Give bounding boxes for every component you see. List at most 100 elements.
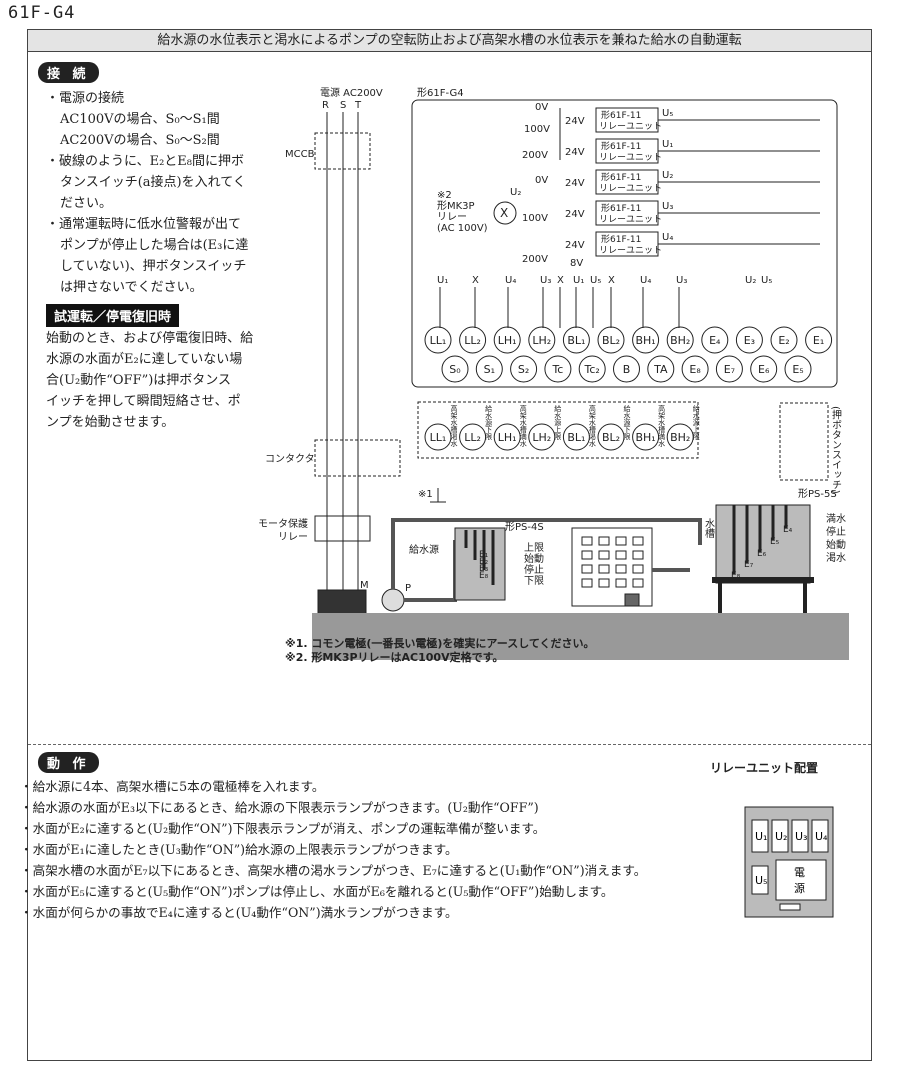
window xyxy=(581,536,593,546)
relay-slot xyxy=(751,865,769,895)
lamp-terminal-label: LH₁ xyxy=(498,431,517,444)
terminal-label: E₇ xyxy=(724,363,735,376)
ground xyxy=(312,613,849,660)
relay-slot xyxy=(811,819,829,853)
tank-level-label: 停止 xyxy=(826,525,846,538)
terminal xyxy=(805,326,833,354)
phase-label: S xyxy=(340,100,346,111)
terminal xyxy=(750,355,778,383)
connection-line: AC100Vの場合、S₀〜S₁間 xyxy=(60,112,220,127)
connection-text: ・電源の接続 AC100Vの場合、S₀〜S₁間 AC200Vの場合、S₀〜S₂間… xyxy=(46,88,248,298)
contact-label: U₅ xyxy=(761,275,772,286)
window xyxy=(615,550,627,560)
contact-label: U₅ xyxy=(590,275,601,286)
tank-electrode-label: E₈ xyxy=(731,571,741,581)
lamp-terminal xyxy=(666,423,694,451)
window xyxy=(632,564,644,574)
mccb-label: MCCB xyxy=(285,149,315,160)
trial-line: 水源の水面がE₂に達していない場 xyxy=(46,352,243,367)
terminal xyxy=(701,326,729,354)
power-label: 電源 AC200V xyxy=(320,86,383,99)
voltage-label: 0V xyxy=(535,102,548,113)
relay-sub: リレーユニット xyxy=(599,122,662,132)
contact-label: X xyxy=(472,275,479,286)
tank-electrode-label: E₆ xyxy=(757,549,767,559)
source-electrode-label: E₃ xyxy=(479,564,489,574)
terminal-label: E₆ xyxy=(758,363,770,376)
connection-line: ・破線のように、E₂とE₈間に押ボ xyxy=(46,154,245,169)
lamp-label: 給水源下限 xyxy=(623,404,631,441)
window xyxy=(581,550,593,560)
terminal xyxy=(441,355,469,383)
push-switch-label: (押ボタンスイッチ) xyxy=(830,406,842,494)
mk3p-voltage: 100V xyxy=(522,213,548,224)
terminal-label: S₁ xyxy=(484,363,495,376)
terminal xyxy=(597,326,625,354)
window xyxy=(598,536,610,546)
supply-source-tank xyxy=(454,527,506,601)
mk3p-label: (AC 100V) xyxy=(437,223,488,234)
action-heading: 動 作 xyxy=(38,752,99,773)
terminal-label: E₃ xyxy=(744,334,755,347)
terminal-label: E₁ xyxy=(813,334,824,347)
mk3p-contact-label: U₂ xyxy=(510,187,521,198)
lamp-terminal-label: BH₂ xyxy=(670,431,690,444)
building-windows xyxy=(581,536,644,588)
relay-sub: リレーユニット xyxy=(599,246,662,256)
source-level-label: 停止 xyxy=(524,563,544,576)
terminal-label: E₄ xyxy=(709,334,721,347)
trial-heading: 試運転／停電復旧時 xyxy=(46,304,180,327)
action-line: ・高架水槽の水面がE₇以下にあるとき、高架水槽の渇水ランプがつき、E₇に達すると… xyxy=(20,863,647,878)
lamp-terminal xyxy=(562,423,590,451)
tank-label: 水槽 xyxy=(703,518,715,539)
motor-relay-label: モータ保護 xyxy=(258,517,308,530)
terminal-label: LL₁ xyxy=(430,334,447,347)
terminal xyxy=(647,355,675,383)
window xyxy=(581,564,593,574)
lamp-terminal-label: LL₂ xyxy=(464,431,481,444)
lamp-terminal xyxy=(528,423,556,451)
terminal-label: S₂ xyxy=(518,363,529,376)
terminal xyxy=(666,326,694,354)
terminal-label: E₈ xyxy=(689,363,701,376)
lamp-label: 高架水槽渇水 xyxy=(450,404,458,447)
ps4s-label: 形PS-4S xyxy=(505,521,544,533)
relay-id: U₄ xyxy=(662,232,673,243)
contact-label: U₂ xyxy=(745,275,756,286)
connection-line: ポンプが停止した場合は(E₃に達 xyxy=(60,238,249,253)
terminal-label: BL₂ xyxy=(602,334,620,347)
window xyxy=(581,578,593,588)
trial-text: 始動のとき、および停電復旧時、給 水源の水面がE₂に達していない場 合(U₂動作… xyxy=(46,328,253,433)
contact-label: U₃ xyxy=(540,275,551,286)
section-divider xyxy=(28,744,871,745)
contactor-label: コンタクタ xyxy=(265,453,315,465)
connection-line: ・通常運転時に低水位警報が出て xyxy=(46,217,242,232)
terminal xyxy=(681,355,709,383)
terminal-label: E₅ xyxy=(792,363,803,376)
mk3p-voltage: 200V xyxy=(522,254,548,265)
terminal xyxy=(770,326,798,354)
contact-label: X xyxy=(557,275,564,286)
relay-name: 形61F-11 xyxy=(601,202,641,214)
mk3p-label: 形MK3P xyxy=(437,200,475,212)
ps5s-label: 形PS-5S xyxy=(798,488,837,500)
phase-label: T xyxy=(354,100,362,111)
connection-line: していない)、押ボタンスイッチ xyxy=(60,259,247,274)
relay-name: 形61F-11 xyxy=(601,233,641,245)
terminal xyxy=(735,326,763,354)
motor-protection-relay xyxy=(314,515,371,542)
relay-slot xyxy=(791,819,809,853)
notes: ※1. コモン電極(一番長い電極)を確実にアースしてください。 ※2. 形MK3… xyxy=(285,637,595,665)
relay-name: 形61F-11 xyxy=(601,109,641,121)
window xyxy=(615,536,627,546)
contact-label: U₄ xyxy=(505,275,516,286)
model-label: 61F-G4 xyxy=(8,3,76,23)
lamp-label: 給水源下限 xyxy=(485,404,493,441)
lamp-terminal-label: LH₂ xyxy=(532,431,551,444)
